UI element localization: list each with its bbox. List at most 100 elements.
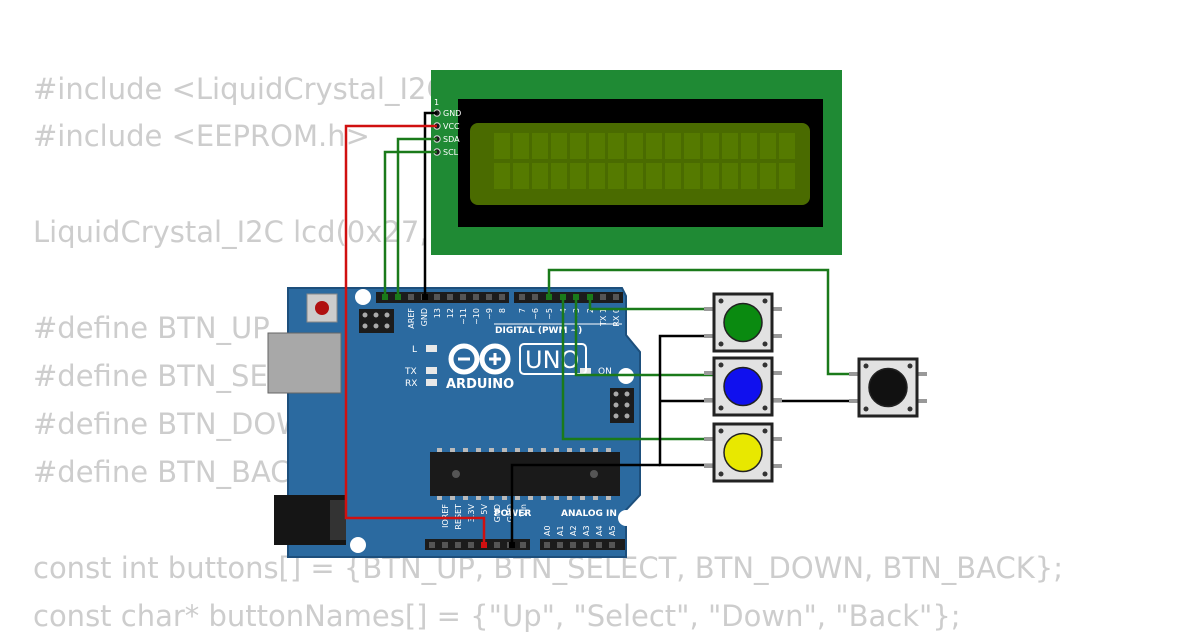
chip-notch (452, 470, 460, 478)
lcd-cell (532, 133, 548, 159)
button-corner (762, 298, 768, 304)
bottom-pin-hole (557, 542, 563, 548)
icsp-pin (624, 413, 630, 419)
digital-pin-label: ~11 (459, 308, 468, 325)
wires (344, 111, 860, 545)
lcd-cell (722, 133, 738, 159)
analog-label: ANALOG IN (561, 509, 617, 519)
chip-leg (554, 448, 559, 452)
digital-pin-hole (600, 294, 606, 300)
reset-button-cap[interactable] (315, 301, 329, 315)
lcd-pin1-label: 1 (434, 98, 439, 107)
digital-pin-hole (499, 294, 505, 300)
digital-pin-hole (408, 294, 414, 300)
usb-port-front (267, 332, 342, 394)
bottom-pin-hole (570, 542, 576, 548)
digital-pin-label: AREF (407, 308, 416, 329)
button-cap[interactable] (868, 367, 908, 408)
lcd-cell (551, 133, 567, 159)
digital-pin-hole (532, 294, 538, 300)
lcd-cell (741, 133, 757, 159)
bottom-pin-hole (583, 542, 589, 548)
chip-legs (437, 448, 611, 500)
chip-leg (606, 496, 611, 500)
wire-endpoint (546, 294, 552, 300)
power-pin-label: 3.3V (467, 503, 476, 522)
chip-leg (580, 448, 585, 452)
wire-ground-arduino (510, 463, 660, 545)
button-corner (718, 298, 724, 304)
lcd-cell (646, 163, 662, 189)
button-cap[interactable] (723, 302, 763, 343)
lcd-cell (570, 133, 586, 159)
power-pin-label: GND (506, 504, 515, 522)
button-corner (718, 428, 724, 434)
button-leg (849, 372, 861, 376)
button-cap[interactable] (723, 366, 763, 407)
lcd-cell (589, 133, 605, 159)
lcd-cell (779, 133, 795, 159)
icsp-pin (362, 312, 368, 318)
lcd-pin-label: SDA (443, 135, 460, 144)
lcd-cell (608, 163, 624, 189)
code-line: const char* buttonNames[] = {"Up", "Sele… (33, 599, 961, 633)
led-label-tx: TX (404, 367, 417, 377)
lcd-pin-label: SCL (443, 148, 459, 157)
wire-lcd-vcc (344, 124, 486, 545)
digital-pin-hole (434, 294, 440, 300)
lcd-cell (703, 163, 719, 189)
analog-pin-label: A4 (595, 525, 604, 536)
lcd-cell (608, 133, 624, 159)
atmega-chip (430, 452, 620, 496)
led-tx (426, 367, 437, 374)
chip-leg (502, 496, 507, 500)
digital-pin-label: GND (420, 308, 429, 326)
lcd-cell (684, 133, 700, 159)
button-corner (907, 363, 913, 369)
icsp-pin (613, 402, 619, 408)
digital-pin-label: ~9 (485, 308, 494, 320)
lcd-cell (760, 133, 776, 159)
yellow-button[interactable] (704, 422, 782, 483)
button-leg (770, 464, 782, 468)
blue-button[interactable] (704, 356, 782, 417)
lcd-cell (494, 163, 510, 189)
arduino-logo: UNO ARDUINO (446, 343, 587, 392)
button-leg (915, 372, 927, 376)
lcd-cell (646, 133, 662, 159)
button-leg (704, 307, 716, 311)
lcd-cell (665, 133, 681, 159)
digital-pin-label: ~10 (472, 308, 481, 325)
wire-endpoint (560, 294, 566, 300)
digital-pin-label: 8 (498, 308, 507, 313)
lcd-pin-label: GND (443, 109, 461, 118)
code-line: #define BTN_BACK (33, 455, 310, 489)
analog-pin-label: A1 (556, 525, 565, 536)
button-corner (762, 471, 768, 477)
digital-header-left (376, 292, 509, 303)
push-buttons (704, 292, 927, 483)
green-button[interactable] (704, 292, 782, 353)
bottom-pin-hole (609, 542, 615, 548)
button-leg (770, 437, 782, 441)
icsp-pin (613, 391, 619, 397)
chip-leg (515, 496, 520, 500)
wire-lcd-scl (383, 150, 437, 297)
lcd-cell (665, 163, 681, 189)
button-corner (762, 428, 768, 434)
button-leg (770, 371, 782, 375)
black-button[interactable] (849, 357, 927, 418)
button-cap[interactable] (723, 432, 763, 473)
lcd-cell (741, 163, 757, 189)
lcd-cell (513, 163, 529, 189)
chip-leg (541, 496, 546, 500)
digital-pin-label: 7 (518, 308, 527, 313)
wire-endpoints (382, 294, 593, 548)
power-header (425, 539, 530, 550)
chip-leg (593, 496, 598, 500)
icsp-pin (384, 312, 390, 318)
